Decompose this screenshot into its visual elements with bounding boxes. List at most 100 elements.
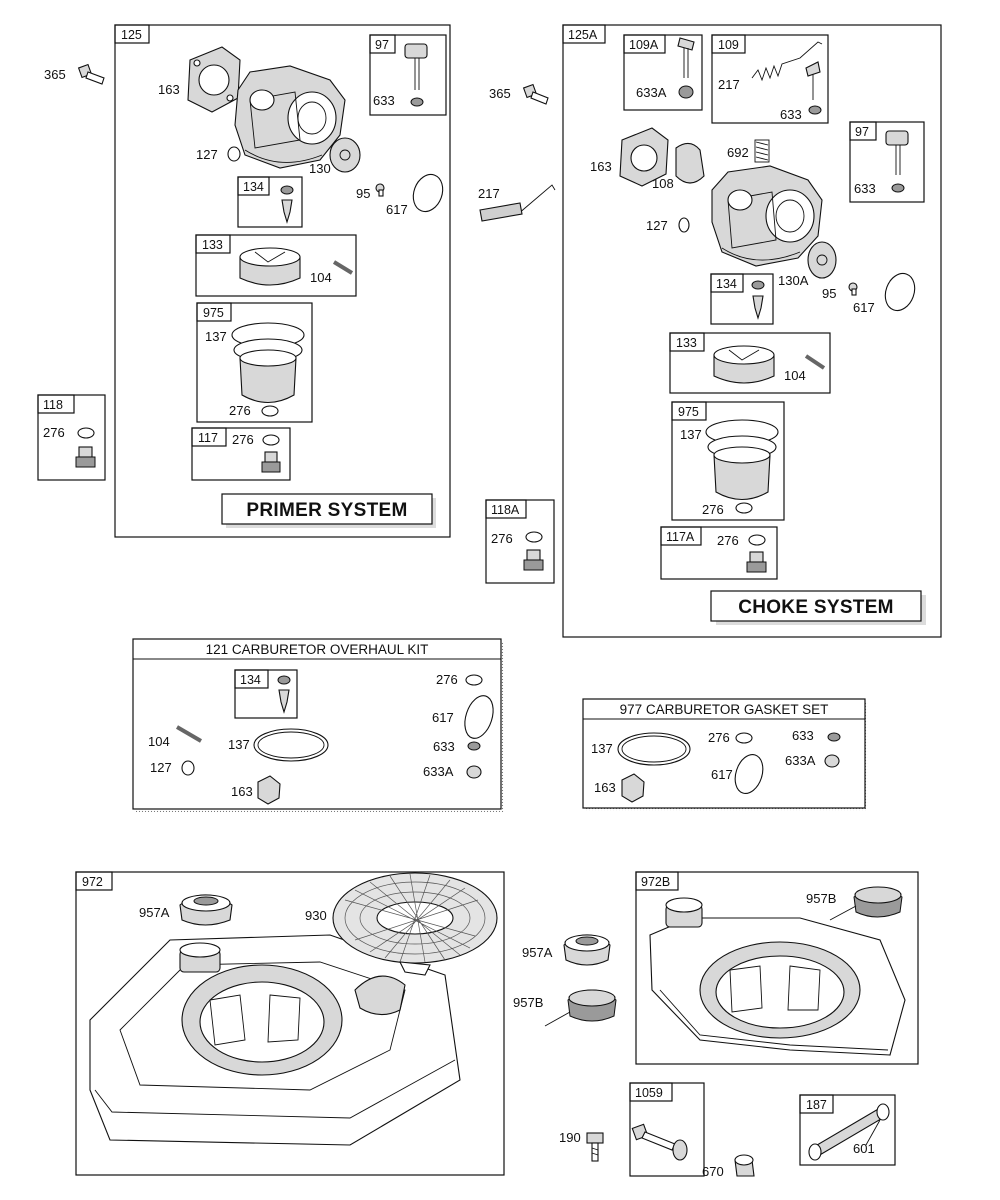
choke-shaft-97 [404, 43, 428, 107]
group-133-label: 133 [676, 336, 697, 350]
group-975-frame [671, 401, 785, 521]
group-117-label: 117 [198, 431, 218, 445]
oring-617 [412, 173, 444, 213]
gasket-163 [257, 775, 281, 805]
label-104: 104 [148, 734, 170, 749]
bolt-1059 [631, 1123, 688, 1161]
label-108: 108 [652, 176, 674, 191]
group-117A-frame [660, 526, 778, 580]
washer-276 [262, 434, 280, 446]
label-617: 617 [386, 202, 408, 217]
group-125-label: 125 [121, 28, 142, 42]
label-130A: 130A [778, 273, 809, 288]
group-1059-label: 1059 [635, 1086, 663, 1100]
plate-130A [807, 241, 837, 279]
group-125A-tab [562, 24, 606, 44]
label-137: 137 [680, 427, 702, 442]
group-972B-label: 972B [641, 875, 670, 889]
bolt-117 [261, 451, 281, 473]
label-957A: 957A [139, 905, 170, 920]
group-125A-frame [562, 24, 942, 638]
group-133-tab [669, 332, 705, 352]
group-134-tab [237, 176, 270, 196]
seal-633A [824, 754, 840, 768]
group-133-frame [195, 234, 357, 297]
lever-109A [677, 37, 695, 99]
overhaul-kit-title: 121 CARBURETOR OVERHAUL KIT [206, 642, 429, 657]
label-930: 930 [305, 908, 327, 923]
label-137: 137 [591, 741, 613, 756]
needle-valve-134 [751, 280, 765, 320]
group-134-label: 134 [240, 673, 261, 687]
plate-108 [675, 142, 705, 184]
label-633: 633 [433, 739, 455, 754]
group-97-label: 97 [855, 125, 869, 139]
label-617: 617 [711, 767, 733, 782]
group-109A-tab [623, 34, 666, 54]
group-97-frame [849, 121, 925, 203]
plug-127 [227, 146, 241, 162]
label-365: 365 [489, 86, 511, 101]
label-95: 95 [356, 186, 370, 201]
group-97-tab [369, 34, 396, 54]
group-133-tab [195, 234, 231, 254]
primer-system-title: PRIMER SYSTEM [246, 500, 407, 521]
gasket-set-title: 977 CARBURETOR GASKET SET [620, 702, 829, 717]
gasket-163 [619, 127, 669, 187]
gasket-163 [621, 773, 645, 803]
seal-633 [467, 741, 481, 751]
label-957A: 957A [522, 945, 553, 960]
group-977-gasket-set: 977 CARBURETOR GASKET SET 137 163 276 61… [582, 698, 868, 811]
group-117A-tab [660, 526, 702, 546]
group-187-label: 187 [806, 1098, 827, 1112]
label-633A: 633A [423, 764, 454, 779]
bolt-365-right [522, 83, 549, 105]
bolt-118 [78, 446, 93, 458]
gasket-137 [253, 728, 329, 762]
group-97-tab [849, 121, 877, 141]
label-104: 104 [784, 368, 806, 383]
group-972-frame [75, 871, 505, 1176]
label-217: 217 [478, 186, 500, 201]
group-975-tab [196, 302, 232, 322]
needle-valve-134 [277, 675, 291, 714]
group-1059: 1059 [629, 1082, 705, 1177]
label-365: 365 [44, 67, 66, 82]
label-276: 276 [229, 403, 251, 418]
group-975-label: 975 [203, 306, 224, 320]
group-118A-tab [485, 499, 527, 519]
seal-633 [827, 732, 841, 742]
label-137: 137 [228, 737, 250, 752]
group-975-tab [671, 401, 707, 421]
label-670: 670 [702, 1164, 724, 1179]
label-276: 276 [708, 730, 730, 745]
label-601: 601 [853, 1141, 875, 1156]
washer-276 [748, 534, 766, 546]
group-118A: 118A 276 [485, 499, 555, 584]
label-633: 633 [373, 93, 395, 108]
washer-276 [465, 674, 483, 686]
group-117A-label: 117A [666, 530, 695, 544]
bolt-117A [749, 551, 764, 563]
group-97-label: 97 [375, 38, 389, 52]
group-187-tab [799, 1094, 834, 1114]
washer-276 [735, 732, 753, 744]
group-118: 118 276 [37, 394, 106, 481]
group-118-label: 118 [43, 398, 63, 412]
carburetor-body [234, 65, 346, 169]
label-127: 127 [150, 760, 172, 775]
label-127: 127 [196, 147, 218, 162]
group-187: 187 601 [799, 1094, 896, 1166]
choke-shaft-97 [885, 130, 909, 193]
label-217: 217 [718, 77, 740, 92]
label-130: 130 [309, 161, 331, 176]
plug-127 [181, 760, 195, 776]
oring-617 [884, 272, 916, 312]
seal-633A [466, 765, 482, 779]
group-125-frame [114, 24, 451, 538]
group-975-frame [196, 302, 313, 423]
tank-body [89, 934, 461, 1146]
label-617: 617 [432, 710, 454, 725]
group-97-frame [369, 34, 447, 116]
label-957B: 957B [513, 995, 543, 1010]
